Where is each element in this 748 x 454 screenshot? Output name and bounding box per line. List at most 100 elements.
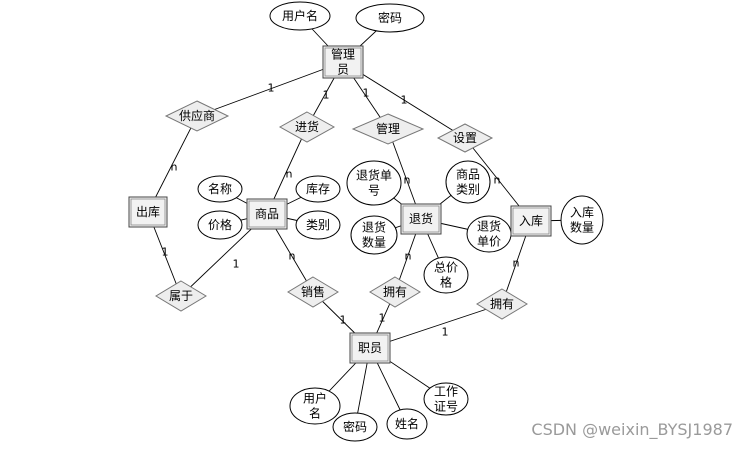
entity-return-inner-box: [402, 205, 440, 233]
attribute-admin-username-ellipse: [269, 1, 331, 31]
attribute-return-total: 总价格: [423, 256, 469, 294]
attribute-return-no-label: 号: [368, 184, 380, 198]
entity-outbound: 出库: [128, 196, 168, 228]
attribute-product-cat2-label: 类别: [456, 183, 480, 197]
cardinality-label: 1: [268, 82, 275, 95]
attribute-return-qty-label: 数量: [362, 235, 386, 250]
cardinality-label: 1: [233, 258, 240, 271]
attribute-inbound-qty-label: 入库: [570, 205, 594, 220]
attribute-product-price: 价格: [197, 210, 243, 240]
attribute-staff-username-label: 名: [309, 406, 321, 421]
connector-own2-staff: [369, 303, 503, 349]
relationship-belongs-diamond: [155, 280, 207, 312]
attribute-staff-idno-label: 工作: [434, 385, 458, 399]
attribute-product-name-ellipse: [197, 175, 243, 203]
attribute-return-no-label: 退货单: [356, 168, 392, 183]
attribute-return-unit-price-label: 退货: [477, 219, 501, 234]
attribute-inbound-qty-label: 数量: [570, 220, 594, 235]
attribute-admin-password-ellipse: [355, 3, 425, 33]
relationship-setup-diamond: [436, 123, 494, 153]
cardinality-label: n: [494, 174, 501, 187]
relationship-supplier-diamond: [164, 100, 230, 132]
entity-return-label: 退货: [409, 211, 433, 226]
attribute-admin-username: 用户名: [269, 1, 331, 31]
entity-inbound-inner-box: [512, 207, 550, 235]
cardinality-label: 1: [162, 246, 169, 259]
cardinality-label: n: [404, 174, 411, 187]
relationship-manage-label: 管理: [376, 121, 400, 136]
cardinality-label: n: [286, 168, 293, 181]
relationship-own1: 拥有: [369, 276, 421, 308]
connector-admin-supplier: [196, 61, 344, 117]
relationship-purchase: 进货: [278, 111, 336, 143]
attribute-return-no-ellipse: [346, 160, 402, 206]
cardinality-label: n: [171, 161, 178, 174]
attribute-admin-username-label: 用户名: [282, 8, 318, 23]
relationship-supplier-label: 供应商: [179, 108, 215, 123]
entity-product-label: 商品: [255, 206, 279, 221]
attribute-inbound-qty-ellipse: [560, 195, 604, 245]
attribute-staff-password-label: 密码: [343, 419, 367, 434]
entity-product-inner-box: [248, 200, 286, 228]
attribute-product-name-label: 名称: [208, 181, 232, 196]
attribute-product-cat2-label: 商品: [456, 167, 480, 182]
entity-inbound: 入库: [510, 205, 552, 237]
attribute-return-unit-price-label: 单价: [477, 235, 501, 249]
entity-admin: 管理员: [322, 45, 364, 79]
entity-admin-inner-box: [324, 47, 362, 77]
attribute-staff-name: 姓名: [386, 408, 428, 440]
attribute-staff-name-ellipse: [386, 408, 428, 440]
attribute-admin-password-label: 密码: [378, 10, 402, 25]
cardinality-label: 1: [363, 87, 370, 100]
attribute-product-category: 类别: [295, 210, 341, 240]
attribute-admin-password: 密码: [355, 3, 425, 33]
attribute-staff-username: 用户名: [289, 387, 341, 425]
attribute-staff-username-ellipse: [289, 387, 341, 425]
relationship-own2-diamond: [476, 288, 528, 320]
attribute-return-total-label: 格: [440, 275, 452, 290]
cardinality-label: 1: [340, 314, 347, 327]
attribute-staff-name-label: 姓名: [395, 416, 419, 431]
relationship-purchase-label: 进货: [295, 119, 319, 134]
connector-supplier-outbound: [147, 115, 198, 213]
entity-outbound-box: [128, 196, 168, 228]
entity-admin-box: [322, 45, 364, 79]
cardinality-label: n: [405, 250, 412, 263]
cardinality-label: 1: [323, 89, 330, 102]
entity-return: 退货: [400, 203, 442, 235]
entity-staff: 职员: [349, 332, 391, 364]
entity-outbound-label: 出库: [136, 204, 160, 219]
attribute-staff-password: 密码: [332, 412, 378, 442]
relationship-sales: 销售: [287, 276, 339, 308]
attribute-return-total-label: 总价: [434, 261, 458, 275]
attribute-product-stock: 库存: [295, 175, 341, 203]
relationship-manage: 管理: [351, 113, 425, 145]
attribute-return-qty-ellipse: [350, 215, 398, 255]
cardinality-label: n: [513, 257, 520, 270]
attribute-return-total-ellipse: [423, 256, 469, 294]
attribute-return-qty-label: 退货: [362, 220, 386, 235]
attribute-product-stock-ellipse: [295, 175, 341, 203]
watermark-text: CSDN @weixin_BYSJ1987: [531, 420, 733, 440]
cardinality-label: 1: [379, 312, 386, 325]
attribute-product-cat2-ellipse: [445, 160, 491, 204]
attribute-product-name: 名称: [197, 175, 243, 203]
entity-product-box: [246, 198, 288, 230]
attribute-product-category-label: 类别: [306, 218, 330, 232]
relationship-belongs: 属于: [155, 280, 207, 312]
entity-admin-label: 员: [337, 63, 349, 77]
cardinality-label: 1: [401, 94, 408, 107]
relationship-manage-diamond: [351, 113, 425, 145]
relationship-own2: 拥有: [476, 288, 528, 320]
relationship-belongs-label: 属于: [169, 289, 193, 303]
entity-inbound-box: [510, 205, 552, 237]
relationship-sales-label: 销售: [301, 284, 325, 299]
relationship-setup-label: 设置: [453, 131, 477, 145]
entity-product: 商品: [246, 198, 288, 230]
